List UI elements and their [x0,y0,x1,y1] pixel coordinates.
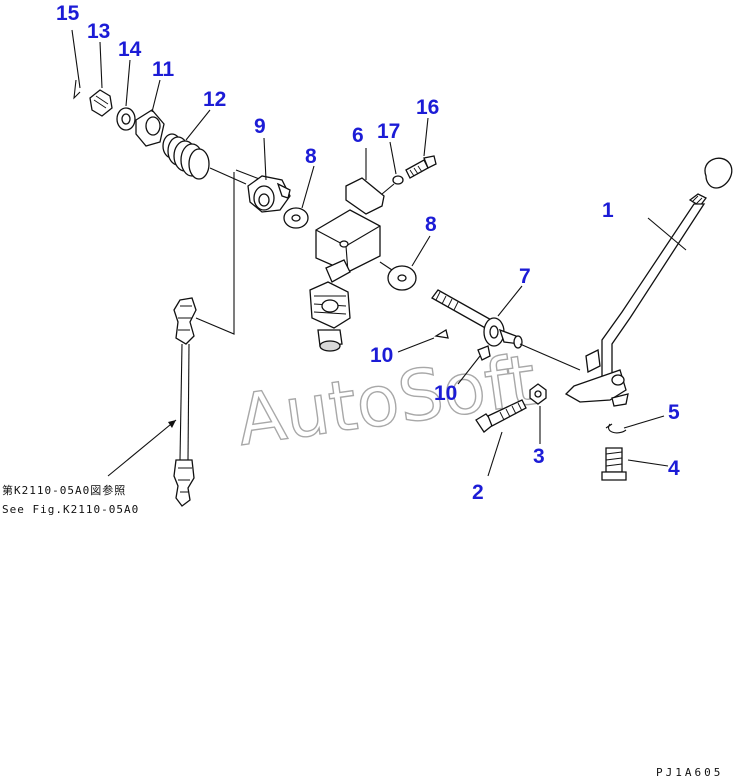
assembly-line [381,183,395,195]
callout-10-lower: 10 [434,382,457,405]
drawing-code: PJ1A605 [656,766,723,779]
callout-13: 13 [87,20,110,43]
cable-guide-line [195,172,235,335]
reference-arrow [107,419,177,477]
assembly-line [519,343,581,371]
callout-1: 1 [602,199,614,222]
callout-14: 14 [118,38,142,61]
callout-8-lower: 8 [425,213,437,236]
callout-11: 11 [152,58,175,81]
callout-leaders [99,41,687,477]
callout-2: 2 [472,481,484,504]
part-14-washer [116,107,136,131]
part-6-bracket [315,177,385,283]
part-4-bolt [601,447,627,481]
assembly-line [379,261,393,271]
part-10-key-lower [477,345,491,361]
part-10-key-upper [434,328,449,339]
part-8-washer-upper [283,207,309,229]
part-16-bolt [405,155,437,179]
part-11-bushing [135,109,165,147]
part-5-snap-ring [605,423,627,434]
callout-12: 12 [203,88,226,111]
part-12-bellows [162,133,210,180]
callout-3: 3 [533,445,545,468]
control-cable [173,297,197,507]
part-3-nut [529,383,547,405]
part-13-nut [89,89,113,117]
callout-9: 9 [254,115,266,138]
part-7-shaft [431,289,523,349]
part-17-lock-washer [392,175,404,185]
part-8-washer-lower [387,265,417,291]
assembly-line [209,167,247,185]
part-1-shift-lever [564,157,733,407]
callout-17: 17 [377,120,400,143]
reference-en: See Fig.K2110-05A0 [2,503,139,516]
reference-jp: 第K2110-05A0図参照 [2,483,126,497]
part-lever-clamp [309,281,351,352]
callout-15: 15 [56,2,80,25]
callout-16: 16 [416,96,439,119]
callout-10-upper: 10 [370,344,393,367]
callout-4: 4 [668,457,680,480]
callout-7: 7 [519,265,531,288]
part-2-bolt [475,399,527,433]
callout-5: 5 [668,401,680,424]
part-9-ball-socket [247,175,291,213]
part-15-pin [71,29,81,100]
callout-6: 6 [352,124,364,147]
callout-8-upper: 8 [305,145,317,168]
